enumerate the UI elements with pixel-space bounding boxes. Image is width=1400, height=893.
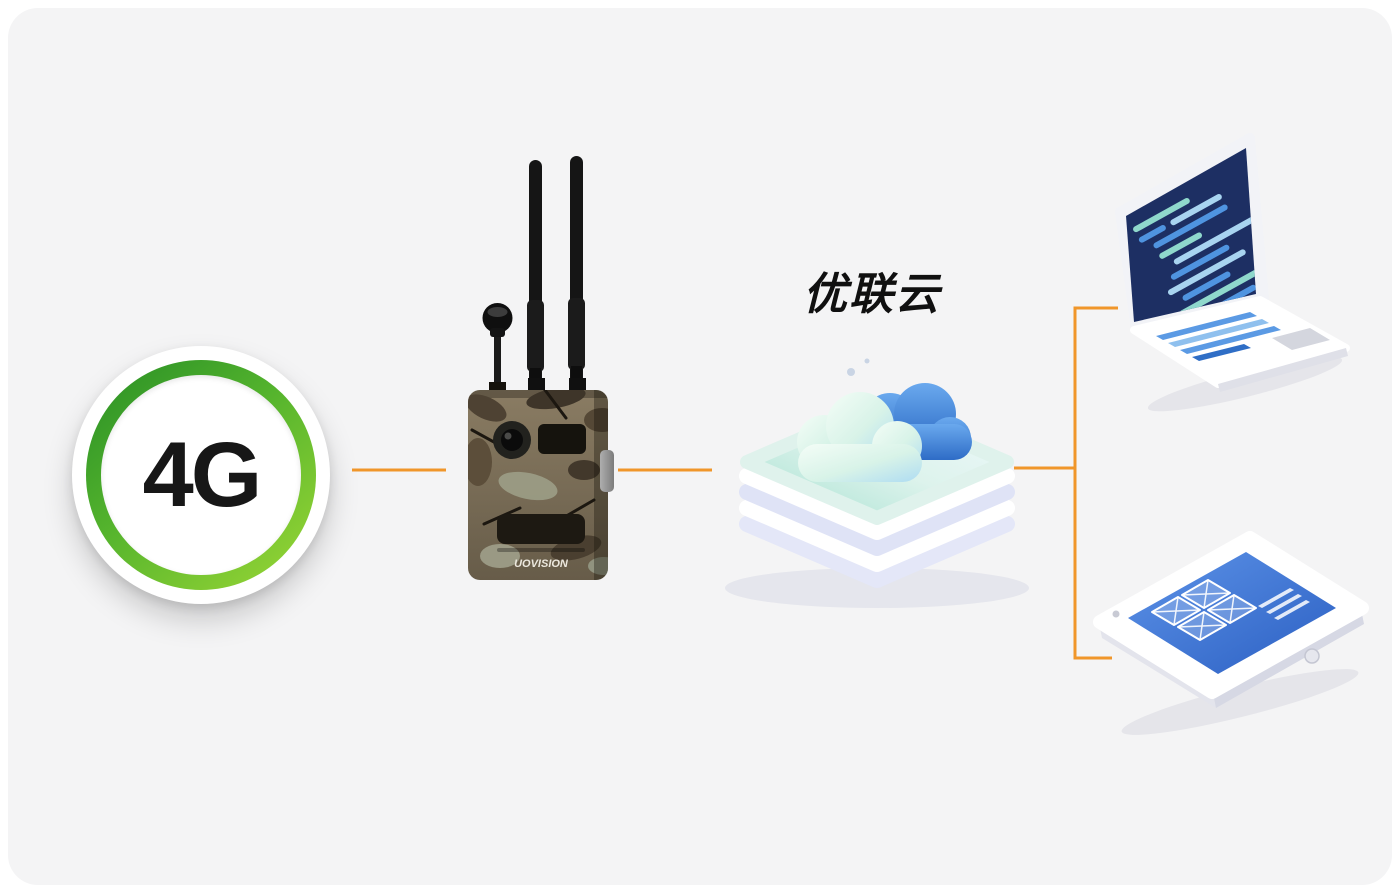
tablet-home-button [1304, 648, 1320, 664]
antenna-mount [528, 378, 545, 392]
camera-body: UOVISION [468, 390, 614, 580]
tablet-screen-lines [1258, 588, 1310, 620]
pir-sensor-window [538, 424, 586, 454]
camera-lens-icon [493, 421, 531, 459]
antenna-left-icon [527, 160, 544, 394]
tablet-side-right [1214, 614, 1364, 708]
tablet-tile-diagonals [1151, 579, 1257, 641]
antenna-mount [569, 378, 586, 392]
tablet-camera-dot [1112, 610, 1120, 618]
badge-inner-circle: 4G [101, 375, 301, 575]
camera-seam [497, 548, 585, 552]
laptop-base-edge [1218, 348, 1348, 392]
trail-camera: UOVISION [468, 156, 614, 580]
tablet [1093, 531, 1369, 735]
badge-green-ring: 4G [86, 360, 316, 590]
gps-antenna-icon [482, 303, 513, 392]
laptop-base-lines [1156, 312, 1281, 361]
cloud-icon [797, 358, 972, 482]
cloud-platform [725, 358, 1029, 608]
camera-front-slot [497, 514, 585, 544]
network-4g-label: 4G [142, 423, 263, 526]
camo-pattern [468, 390, 608, 580]
laptop [1115, 133, 1350, 412]
connector-branch [1073, 306, 1118, 660]
connectors [352, 306, 1118, 660]
cloud-platform-label: 优联云 [803, 270, 941, 319]
network-4g-badge: 4G [72, 346, 330, 604]
laptop-touchpad [1272, 328, 1330, 350]
antenna-right-icon [568, 156, 585, 394]
camera-side-knob [600, 450, 614, 492]
cloud-front-light [797, 392, 922, 482]
tablet-shadow [1121, 669, 1359, 735]
badge-outer-circle: 4G [72, 346, 330, 604]
gps-mount [489, 382, 506, 392]
camera-brand-logo: UOVISION [514, 558, 569, 570]
